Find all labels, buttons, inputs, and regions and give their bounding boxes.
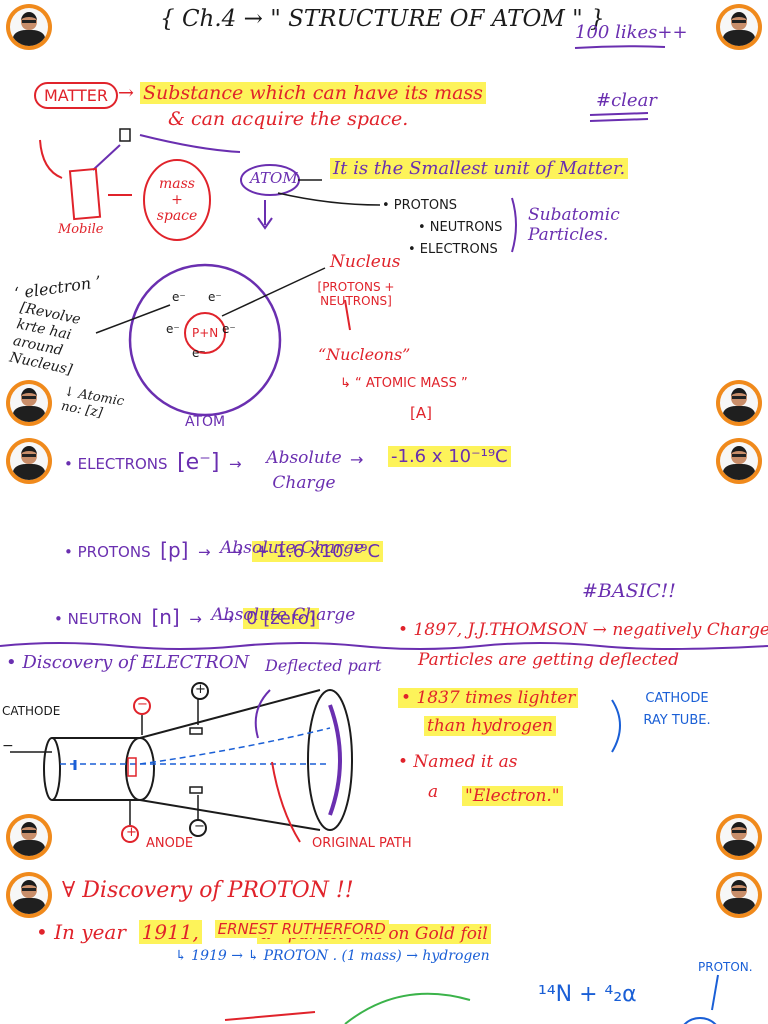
avatar (4, 812, 54, 864)
subatomic-label: Subatomic Particles. (528, 205, 620, 245)
fact-named: • Named it as (398, 752, 518, 772)
original-path-label: ORIGINAL PATH (312, 836, 412, 851)
charge-value-electron: -1.6 x 10⁻¹⁹C (388, 446, 511, 467)
anode-sign: + (126, 825, 137, 840)
atom-definition: It is the Smallest unit of Matter. (330, 158, 629, 179)
proton-label: PROTON. (698, 960, 753, 974)
fact-deflected: Particles are getting deflected (418, 650, 679, 670)
avatar (4, 870, 54, 922)
subatomic-protons: • PROTONS (382, 198, 458, 213)
deflected-part-label: Deflected part (265, 656, 382, 675)
matter-definition-line2: & can acquire the space. (168, 108, 409, 130)
proton-year-line: • In year 1911, ERNEST RUTHERFORD → α - … (36, 920, 491, 944)
cathode-label: CATHODE (2, 704, 61, 718)
fact-thomson: • 1897, J.J.THOMSON → negatively Charged (398, 620, 768, 640)
crt-label: CATHODE RAY TUBE. (643, 691, 711, 728)
avatar (714, 2, 764, 54)
nucleus-bracket: [PROTONS + NEUTRONS] (317, 280, 395, 308)
electron-mark: e⁻ (208, 290, 222, 304)
plate-negative-sign: − (194, 819, 205, 834)
mobile-label: Mobile (58, 222, 104, 237)
subatomic-electrons: • ELECTRONS (408, 242, 498, 257)
fact-lighter: • 1837 times lighter (398, 688, 579, 708)
fact-electron-name: "Electron." (462, 786, 563, 806)
fact-named-a: a (428, 782, 439, 802)
atomic-mass-label: ↳ “ ATOMIC MASS ” (340, 376, 468, 391)
matter-label: MATTER (34, 82, 118, 109)
avatar (714, 870, 764, 922)
nucleons-label: “Nucleons” (318, 345, 411, 364)
electron-mark: e⁻ (192, 346, 206, 360)
proton-discovery-heading: ∀ Discovery of PROTON !! (62, 878, 354, 903)
plate-positive-sign: + (195, 682, 206, 697)
arrow: → (350, 450, 364, 469)
basic-tag: #BASIC!! (582, 580, 676, 602)
charge-row-neutron: • NEUTRON [n] → Absolute Charge → 0 [zer… (54, 605, 356, 629)
avatar (4, 436, 54, 488)
avatar (714, 812, 764, 864)
nucleus-center-label: P+N (192, 326, 219, 340)
cathode-sign: − (137, 697, 148, 712)
charge-row-proton: • PROTONS [p] → Absolute Charge → + 1.6 … (64, 538, 384, 562)
anode-label: ANODE (146, 836, 194, 851)
electron-mark: e⁻ (222, 322, 236, 336)
subatomic-neutrons: • NEUTRONS (418, 220, 503, 235)
atom-caption: ATOM (185, 414, 226, 430)
fact-hydrogen: than hydrogen (424, 716, 556, 736)
likes-note: 100 likes++ (575, 22, 688, 43)
electron-mark: e⁻ (166, 322, 180, 336)
atom-label: ATOM (250, 169, 298, 187)
charge-term-electron: Absolute Charge (266, 448, 342, 493)
clear-tag: #clear (596, 90, 657, 111)
avatar (4, 378, 54, 430)
matter-definition-line1: → Substance which can have its mass (118, 82, 486, 104)
page-title: { Ch.4 → " STRUCTURE OF ATOM " } (160, 6, 605, 32)
mass-space-label: mass + space (156, 176, 198, 224)
nucleus-label: Nucleus (330, 252, 401, 272)
proton-timeline-line: ↳ 1919 → ↳ PROTON . (1 mass) → hydrogen (175, 948, 490, 964)
cathode-terminal: − (2, 738, 14, 754)
nuclear-reaction: ¹⁴N + ⁴₂α (538, 982, 637, 1007)
electron-mark: e⁻ (172, 290, 186, 304)
atomic-mass-symbol: [A] (410, 404, 432, 422)
electron-discovery-heading: • Discovery of ELECTRON (6, 652, 250, 673)
charge-row-electron: • ELECTRONS [e⁻] → (64, 450, 242, 475)
avatar (4, 2, 54, 54)
avatar (714, 378, 764, 430)
avatar (714, 436, 764, 488)
